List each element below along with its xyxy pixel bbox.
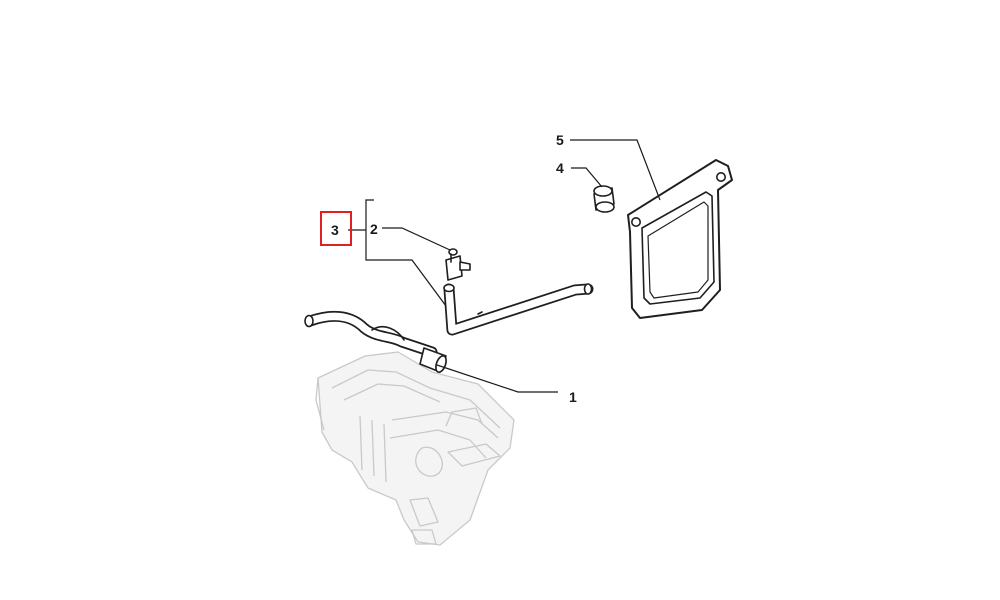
- callout-3: 3: [331, 222, 339, 238]
- leader-2: [382, 227, 451, 251]
- callout-3-highlight: [320, 211, 352, 246]
- cap-part-4: [593, 185, 615, 213]
- leader-3-bracket: [365, 199, 447, 307]
- leader-5: [570, 139, 661, 201]
- callout-4: 4: [556, 160, 564, 176]
- leader-4: [571, 167, 603, 188]
- leader-lines: [348, 139, 661, 393]
- callout-2: 2: [370, 221, 378, 237]
- callout-5: 5: [556, 132, 564, 148]
- pipe-part-2: [443, 248, 594, 336]
- leader-1: [436, 364, 558, 393]
- heater-housing-ghost: [315, 351, 515, 546]
- callout-1: 1: [569, 389, 577, 405]
- gasket-part-5: [627, 159, 733, 319]
